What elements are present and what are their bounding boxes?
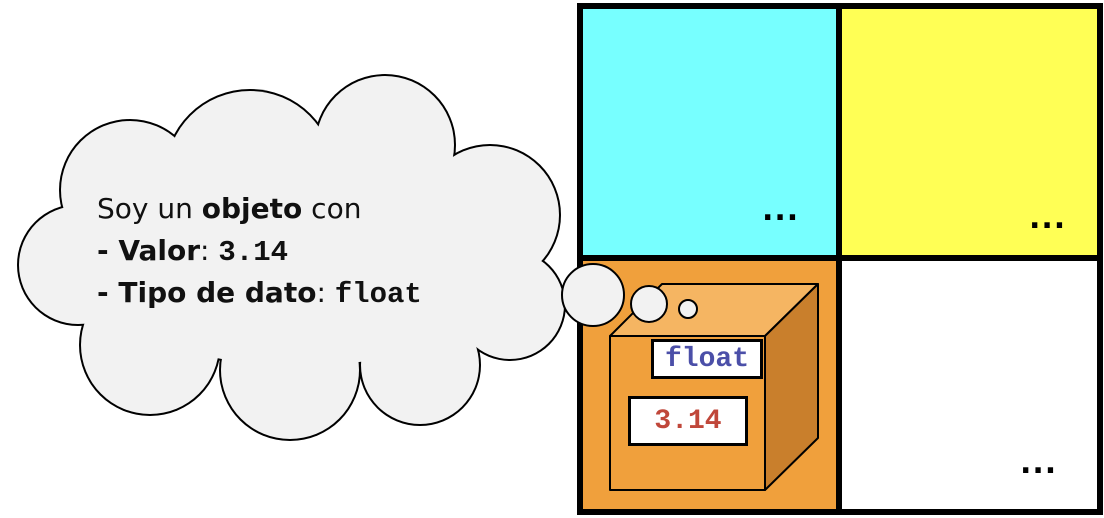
thought-text: Soy un objeto con - Valor: 3.14 - Tipo d…	[97, 188, 422, 314]
thought-line-3: - Tipo de dato: float	[97, 276, 422, 311]
type-label: - Tipo de dato	[97, 276, 317, 309]
type-tag: float	[651, 339, 763, 379]
value-text: 3.14	[218, 236, 289, 269]
cell-top-left-ellipsis: ...	[762, 193, 800, 228]
grid-cell-top-left	[580, 6, 839, 258]
thought-line-1: Soy un objeto con	[97, 192, 362, 225]
thought-bubble-medium	[630, 285, 668, 323]
object-keyword: objeto	[201, 192, 303, 225]
grid-cell-top-right	[839, 6, 1100, 258]
thought-bubble-large	[561, 263, 625, 327]
value-tag: 3.14	[628, 396, 748, 446]
type-tag-label: float	[664, 343, 749, 375]
grid-cell-bottom-right	[839, 258, 1100, 512]
cell-bottom-right-ellipsis: ...	[1020, 446, 1058, 481]
value-tag-label: 3.14	[654, 405, 722, 437]
value-label: - Valor	[97, 234, 201, 267]
type-text: float	[334, 278, 422, 311]
thought-cloud	[17, 74, 566, 441]
thought-line-2: - Valor: 3.14	[97, 234, 289, 269]
thought-bubble-small	[678, 299, 698, 319]
cell-top-right-ellipsis: ...	[1029, 201, 1067, 236]
